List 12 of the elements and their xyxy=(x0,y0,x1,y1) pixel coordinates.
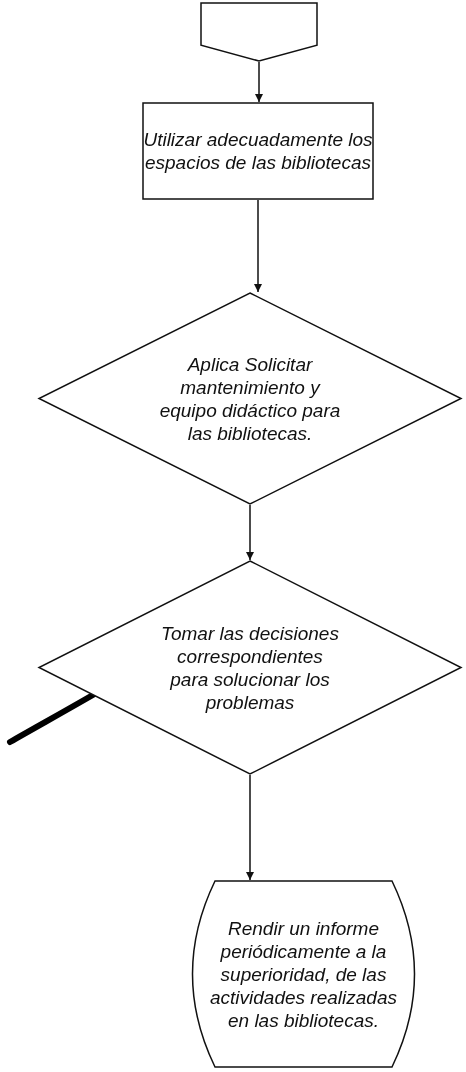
arrow xyxy=(254,199,262,293)
node-text: Aplica Solicitar mantenimiento y equipo didáctico para las bibliotecas. xyxy=(158,352,342,445)
arrow xyxy=(246,504,254,561)
node-text: Rendir un informe periódicamente a la superioridad, de las actividades realizadas en las bibliotecas. xyxy=(209,916,398,1032)
arrow xyxy=(255,61,263,103)
arrow xyxy=(246,774,254,881)
process-box xyxy=(142,102,374,200)
node-text: Tomar las decisiones correspondientes para solucionar los problemas xyxy=(160,621,340,714)
decision-diamond xyxy=(38,560,462,775)
node-text: Utilizar adecuadamente los espacios de las bibliotecas xyxy=(142,128,374,174)
off-page-connector xyxy=(200,2,318,62)
decision-diamond xyxy=(38,292,462,505)
